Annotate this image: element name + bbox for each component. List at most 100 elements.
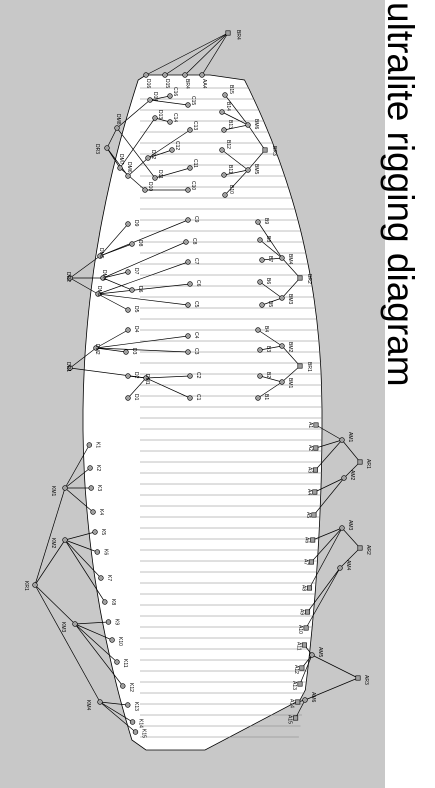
- rigging-line: [34, 584, 76, 625]
- dm-node: [143, 375, 149, 381]
- rigging-line: [305, 567, 341, 629]
- top-node: [199, 72, 205, 78]
- k-node: [87, 465, 93, 471]
- node-label-k5: K5: [100, 529, 106, 535]
- top-node: [182, 72, 188, 78]
- rigging-line: [261, 297, 283, 306]
- node-label-br4: BR4: [235, 30, 241, 40]
- c-node: [187, 281, 193, 287]
- rigging-line: [315, 439, 343, 471]
- node-label-c12: C12: [174, 141, 180, 150]
- node-label-a13: A13: [291, 681, 297, 690]
- node-label-d5: D5: [133, 306, 139, 313]
- rigging-line: [69, 277, 99, 295]
- rigging-line: [149, 99, 189, 106]
- bm-node: [279, 343, 285, 349]
- d-node: [129, 241, 135, 247]
- group-riser-node: [104, 145, 110, 151]
- node-label-d15: D15: [164, 79, 170, 88]
- node-label-d3: D3: [131, 348, 137, 355]
- node-label-c3: C3: [193, 348, 199, 355]
- rigging-line: [314, 477, 345, 493]
- km-node: [62, 485, 68, 491]
- rigging-line: [34, 584, 101, 703]
- dm-node: [97, 253, 103, 259]
- c-node: [167, 93, 173, 99]
- rigging-line: [97, 293, 129, 311]
- rigging-line: [102, 271, 129, 279]
- node-label-bm5: BM5: [253, 164, 259, 175]
- node-label-c7: C7: [193, 258, 199, 265]
- node-label-dr1: DR1: [65, 362, 71, 372]
- top-node: [162, 72, 168, 78]
- k-node: [125, 702, 131, 708]
- node-label-c8: C8: [191, 238, 197, 245]
- group-riser-node: [67, 275, 73, 281]
- d-node: [152, 115, 158, 121]
- rigging-line: [184, 32, 229, 76]
- node-label-dr3: DR3: [94, 144, 100, 154]
- node-label-b4: B4: [263, 326, 269, 332]
- rigging-line: [257, 381, 283, 399]
- rigging-line: [257, 221, 283, 259]
- node-label-k4: K4: [98, 509, 104, 515]
- node-label-a5: A5: [305, 512, 311, 518]
- node-label-d12: D12: [150, 150, 156, 159]
- rigging-line: [145, 32, 229, 76]
- b-node: [257, 347, 263, 353]
- b-node: [257, 237, 263, 243]
- b-node: [257, 279, 263, 285]
- node-label-d2: D2: [133, 372, 139, 379]
- top-node: [143, 72, 149, 78]
- canopy-outline: [82, 74, 323, 751]
- rigging-line: [34, 487, 66, 586]
- dm-node: [114, 125, 120, 131]
- km-node: [62, 537, 68, 543]
- node-label-d7: D7: [133, 268, 139, 275]
- rigging-line: [311, 527, 343, 563]
- node-label-a3: A3: [306, 467, 312, 473]
- node-label-d10: D10: [147, 182, 153, 191]
- rigging-line: [221, 111, 249, 126]
- d-node: [123, 349, 129, 355]
- node-label-k9: K9: [113, 619, 119, 625]
- rigging-line: [224, 169, 249, 196]
- rigging-line: [247, 124, 266, 151]
- node-label-b1: B1: [263, 394, 269, 400]
- a-node: [312, 489, 318, 495]
- node-label-b13: B13: [227, 120, 233, 129]
- k-node: [86, 442, 92, 448]
- k-node: [88, 485, 94, 491]
- k-node: [120, 683, 126, 689]
- rigging-line: [95, 347, 189, 353]
- rigging-line: [97, 293, 189, 306]
- group-riser-node: [67, 365, 73, 371]
- rigging-line: [339, 547, 361, 569]
- rigging-line: [315, 424, 343, 441]
- node-label-c5: C5: [193, 301, 199, 308]
- node-label-c15: C15: [190, 96, 196, 105]
- rigging-line: [281, 345, 301, 367]
- k-node: [98, 575, 104, 581]
- rigging-line: [147, 149, 173, 159]
- node-label-dm8: DM8: [115, 114, 121, 125]
- rigging-line: [341, 527, 361, 549]
- node-label-am1: AM1: [347, 432, 353, 443]
- node-label-br2: BR2: [306, 274, 312, 284]
- rigging-line: [259, 375, 283, 383]
- node-label-k14: K14: [138, 719, 144, 728]
- node-label-d8: D8: [137, 240, 143, 247]
- node-label-c14: C14: [172, 113, 178, 122]
- rigging-line: [64, 531, 96, 541]
- c-node: [169, 147, 175, 153]
- b-node: [221, 127, 227, 133]
- a-node: [310, 537, 316, 543]
- node-label-b15: B15: [228, 85, 234, 94]
- br-node: [262, 147, 268, 153]
- node-label-a9: A9: [299, 609, 305, 615]
- rigging-line: [164, 32, 229, 76]
- node-label-c13: C13: [192, 121, 198, 130]
- node-label-k6: K6: [102, 549, 108, 555]
- rigging-line: [95, 347, 127, 353]
- c-node: [185, 333, 191, 339]
